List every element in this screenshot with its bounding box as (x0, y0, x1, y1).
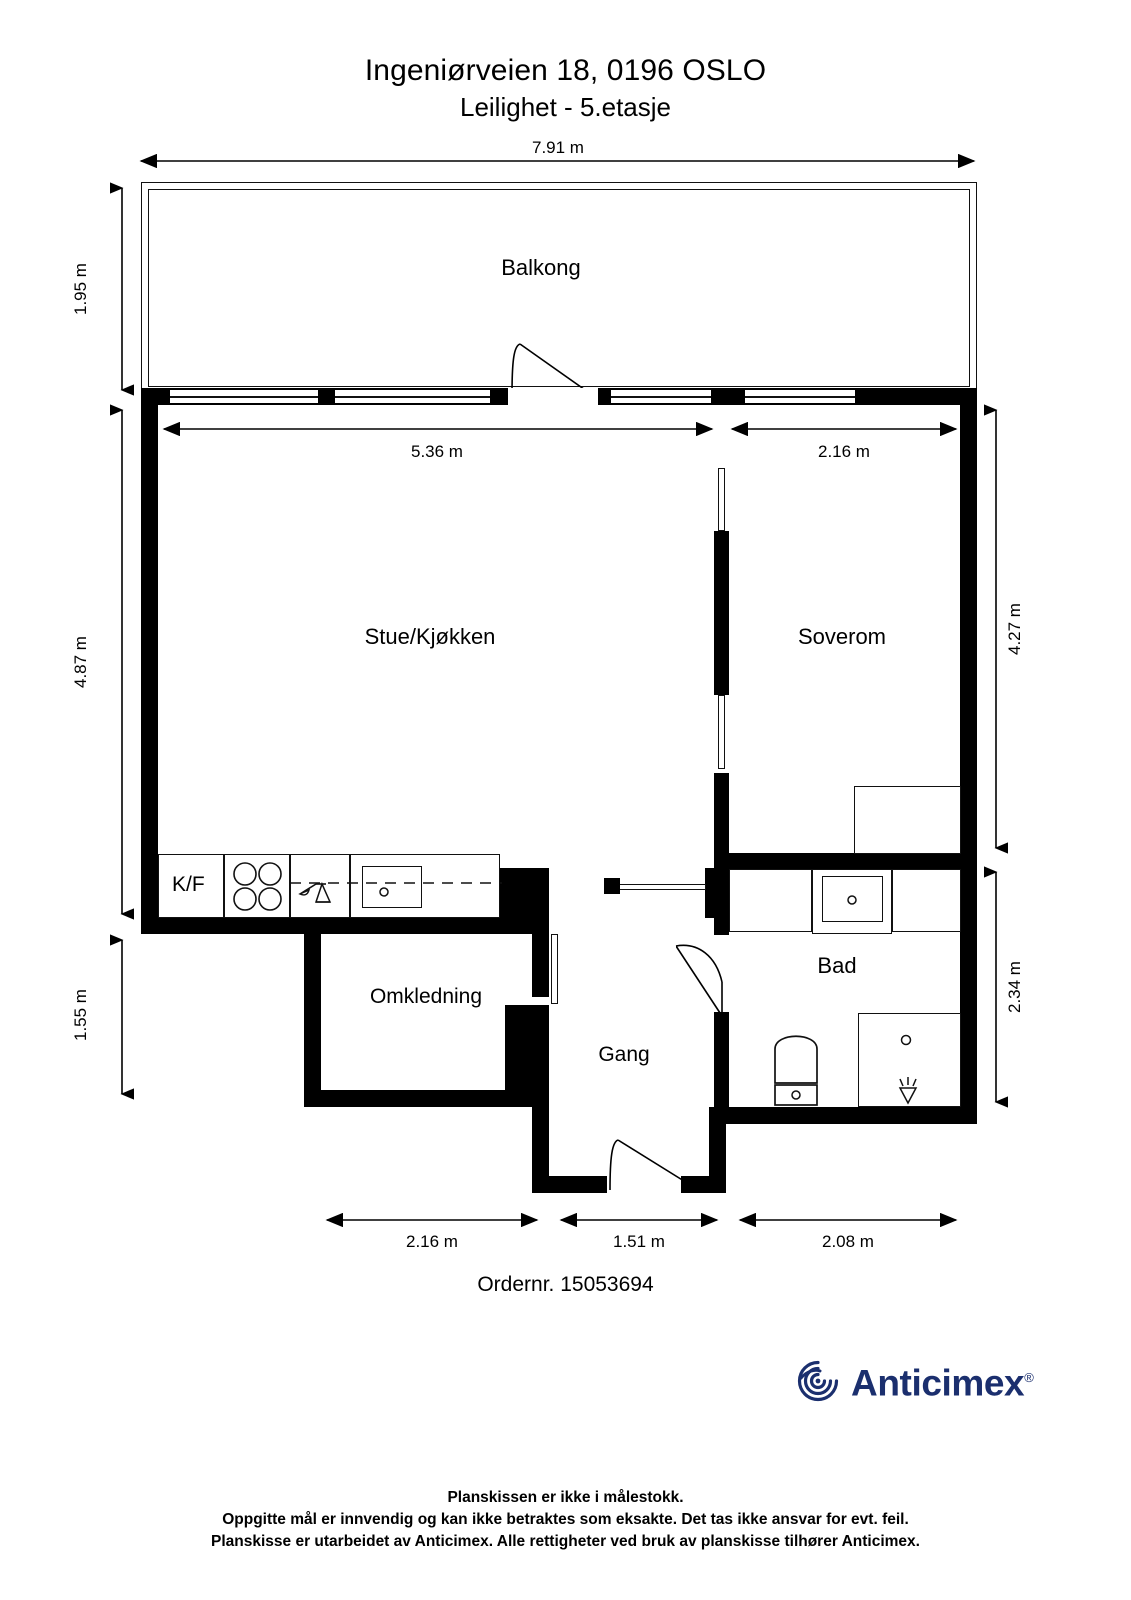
dimension-arrow-bottom-middle (559, 1212, 719, 1228)
bathroom-washbasin (822, 876, 883, 922)
kitchen-sink-basin (362, 866, 422, 908)
interior-wall-bedroom-bath (729, 853, 977, 869)
window-mullion-2 (335, 396, 490, 398)
door-jamb-bath-upper (714, 861, 729, 935)
dimension-label-bottom-right: 2.08 m (822, 1232, 874, 1251)
partition-living-bedroom-top (718, 468, 725, 531)
kitchen-label-fridge-freezer: K/F (172, 873, 205, 896)
room-label-bedroom: Soverom (797, 624, 887, 649)
bathroom-shower-icon (898, 1034, 918, 1105)
exterior-wall-left-upper (141, 388, 158, 934)
kitchen-unit-appliance (290, 854, 350, 918)
page-title: Ingeniørveien 18, 0196 OSLO Leilighet - … (0, 52, 1131, 124)
kitchen-unit-fridge (158, 854, 224, 918)
bathroom-door-leaf (676, 945, 723, 1017)
dimension-arrow-bathroom-height (984, 866, 1008, 1108)
kitchen-appliance-icon (298, 881, 332, 903)
dimension-label-balcony-depth: 1.95 m (71, 263, 90, 315)
dimension-label-bottom-left: 2.16 m (406, 1232, 458, 1251)
brand-name: Anticimex (851, 1362, 1025, 1404)
window-mullion-1 (170, 396, 318, 398)
window-mullion-4 (745, 396, 855, 398)
interior-wall-dressing-right (532, 917, 549, 997)
dimension-arrow-bottom-right (738, 1212, 958, 1228)
window-mullion-3 (611, 396, 711, 398)
disclaimer-line-2: Oppgitte mål er innvendig og kan ikke be… (222, 1511, 909, 1528)
sliding-door-track (618, 884, 706, 890)
dimension-label-overall-width: 7.91 m (532, 138, 584, 157)
room-label-dressing: Omkledning (369, 985, 483, 1008)
kitchen-unit-stove (224, 854, 290, 918)
order-number: Ordernr. 15053694 (477, 1273, 654, 1296)
stove-burners-icon (233, 862, 282, 911)
room-label-hall: Gang (598, 1043, 650, 1066)
dimension-label-living-width: 5.36 m (411, 442, 463, 461)
door-leaf-dressing (551, 934, 558, 1004)
partition-living-bedroom-bottom (718, 695, 725, 769)
door-jamb-bath-lower (714, 1012, 729, 1107)
exterior-wall-right (960, 388, 977, 1124)
anticimex-logo: Anticimex® (795, 1358, 1034, 1404)
interior-wall-bedroom-lower (714, 773, 729, 861)
dimension-arrow-bedroom-width (730, 421, 958, 437)
balcony-door-swing (511, 343, 589, 396)
disclaimer-line-3: Planskisse er utarbeidet av Anticimex. A… (211, 1533, 920, 1550)
property-subtitle: Leilighet - 5.etasje (459, 92, 672, 122)
interior-wall-living-bedroom (714, 531, 729, 695)
dimension-label-living-height: 4.87 m (71, 636, 90, 688)
exterior-wall-hall-right (709, 1107, 726, 1193)
bathroom-basin-drain-icon (847, 895, 857, 905)
exterior-wall-bottom-dressing (304, 1090, 549, 1107)
dimension-arrow-living-height (110, 404, 134, 920)
dimension-label-bedroom-width: 2.16 m (818, 442, 870, 461)
exterior-wall-hall-left (532, 1090, 549, 1193)
interior-wall-dressing-top (321, 917, 549, 934)
room-label-bathroom: Bad (817, 953, 857, 978)
bathroom-vanity-right (892, 869, 961, 932)
exterior-wall-bottom-bath (709, 1107, 977, 1124)
dimension-arrow-lower-left-height (110, 934, 134, 1100)
kitchen-counter-dashed-line (290, 882, 502, 884)
kitchen-sink-drain-icon (379, 887, 389, 897)
exterior-wall-left-lower (304, 917, 321, 1107)
bathroom-vanity-left (729, 869, 812, 932)
dimension-arrow-bottom-left (325, 1212, 539, 1228)
exterior-wall-bottom-left-step (141, 917, 321, 934)
door-jamb-kitchen-hall (604, 878, 620, 894)
dimension-label-bottom-middle: 1.51 m (613, 1232, 665, 1251)
anticimex-spiral-icon (797, 1360, 839, 1402)
dimension-label-lower-left-height: 1.55 m (71, 989, 90, 1041)
anticimex-wordmark: Anticimex® (851, 1358, 1034, 1404)
bathroom-toilet-icon (774, 1035, 818, 1106)
bathroom-door-swing (675, 944, 723, 1016)
dimension-arrow-overall-width (139, 153, 976, 169)
entrance-door-swing (609, 1139, 693, 1191)
interior-wall-dressing-step (505, 1005, 549, 1093)
dimension-label-bedroom-height: 4.27 m (1005, 603, 1024, 655)
registered-trademark-symbol: ® (1024, 1370, 1034, 1386)
room-label-balcony: Balkong (501, 255, 581, 280)
disclaimer-line-1: Planskissen er ikke i målestokk. (447, 1489, 684, 1506)
property-address: Ingeniørveien 18, 0196 OSLO (364, 54, 767, 87)
dimension-arrow-bedroom-height (984, 404, 1008, 854)
dimension-arrow-balcony-depth (110, 182, 134, 396)
bedroom-wardrobe (854, 786, 961, 854)
balcony-door-opening (508, 388, 598, 405)
bathroom-shower (858, 1013, 961, 1107)
room-label-living-kitchen: Stue/Kjøkken (364, 624, 496, 649)
exterior-wall-bottom-hall-left (532, 1176, 607, 1193)
dimension-arrow-living-width (162, 421, 714, 437)
interior-wall-kitchen-hall (499, 868, 549, 918)
disclaimer: Planskissen er ikke i målestokk. Oppgitt… (0, 1487, 1131, 1553)
balcony-outline-inner (148, 189, 970, 387)
dimension-label-bathroom-height: 2.34 m (1005, 961, 1024, 1013)
